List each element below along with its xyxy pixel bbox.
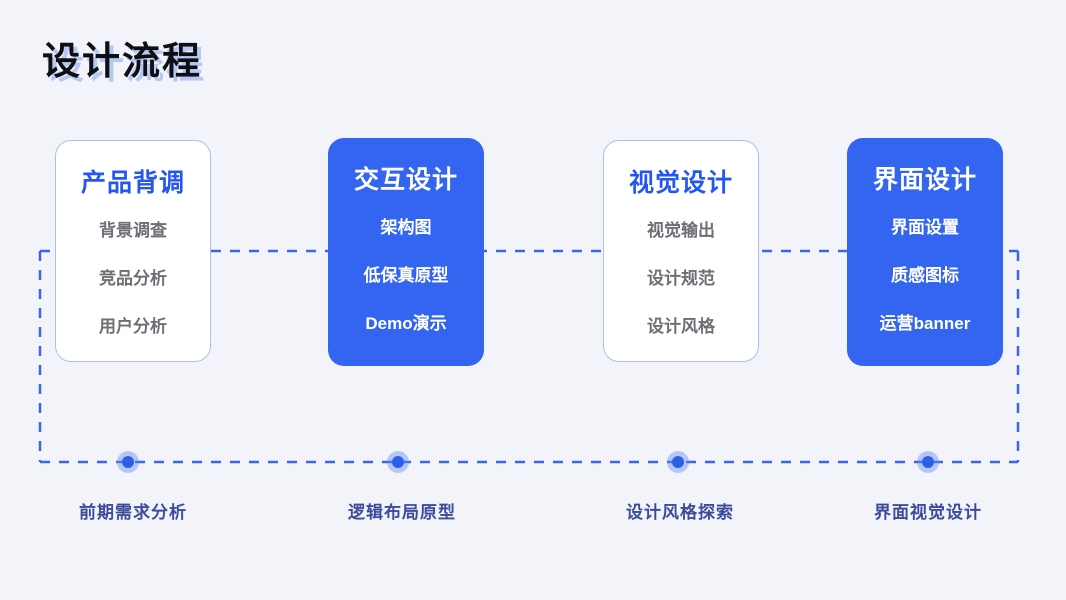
card-item: 界面设置 — [891, 218, 959, 237]
card-item: Demo演示 — [365, 314, 447, 333]
card-item: 视觉输出 — [647, 221, 715, 240]
timeline-dot — [387, 451, 409, 473]
card-item: 用户分析 — [99, 317, 167, 336]
timeline-dot — [917, 451, 939, 473]
timeline-dot-core — [122, 456, 134, 468]
card-item: 运营banner — [879, 314, 971, 333]
timeline-dot-core — [672, 456, 684, 468]
card-interaction-design: 交互设计 架构图 低保真原型 Demo演示 — [328, 138, 484, 366]
milestone-label-interface-visual: 界面视觉设计 — [874, 503, 982, 522]
card-item: 竞品分析 — [99, 269, 167, 288]
card-item-list: 架构图 低保真原型 Demo演示 — [364, 219, 449, 333]
card-item: 设计规范 — [647, 269, 715, 288]
card-item: 背景调查 — [99, 221, 167, 240]
card-title: 交互设计 — [353, 166, 458, 194]
card-item: 架构图 — [380, 218, 432, 237]
card-title: 视觉设计 — [628, 169, 733, 197]
card-product-research: 产品背调 背景调查 竞品分析 用户分析 — [55, 140, 211, 362]
card-item: 低保真原型 — [363, 266, 449, 285]
card-item-list: 背景调查 竞品分析 用户分析 — [99, 222, 167, 336]
milestone-label-style-exploration: 设计风格探索 — [626, 503, 734, 522]
card-visual-design: 视觉设计 视觉输出 设计规范 设计风格 — [603, 140, 759, 362]
timeline-dot-core — [392, 456, 404, 468]
card-interface-design: 界面设计 界面设置 质感图标 运营banner — [847, 138, 1003, 366]
card-item: 设计风格 — [647, 317, 715, 336]
card-item: 质感图标 — [891, 266, 959, 285]
card-title: 界面设计 — [872, 166, 977, 194]
card-title: 产品背调 — [80, 169, 185, 197]
timeline-dot-core — [922, 456, 934, 468]
card-item-list: 视觉输出 设计规范 设计风格 — [647, 222, 715, 336]
milestone-label-layout-prototype: 逻辑布局原型 — [348, 503, 456, 522]
timeline-dot — [667, 451, 689, 473]
page-title: 设计流程 — [42, 41, 203, 83]
timeline-dot — [117, 451, 139, 473]
milestone-label-requirements: 前期需求分析 — [79, 503, 187, 522]
card-item-list: 界面设置 质感图标 运营banner — [880, 219, 971, 333]
